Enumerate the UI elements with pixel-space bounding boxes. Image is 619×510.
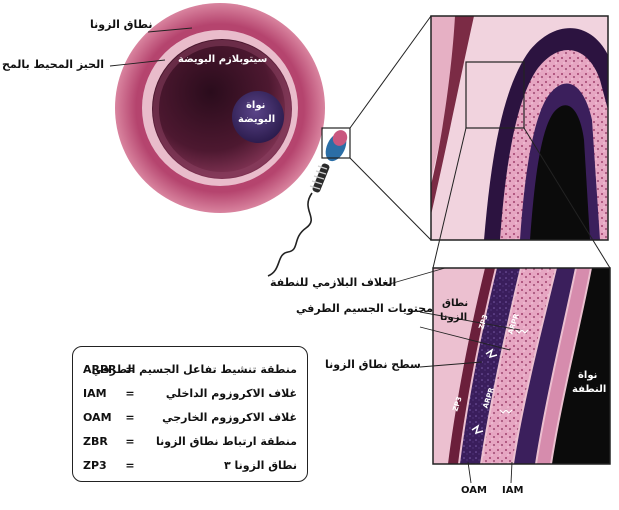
- legend-equals: =: [125, 387, 135, 400]
- inset-top-zona-band: [431, 16, 474, 215]
- inset-bot-membrane-layer: [460, 268, 520, 464]
- inset-top-sperm-nucleus: [530, 105, 590, 240]
- label-sperm-nucleus-1: نواة: [578, 370, 598, 381]
- inset-bot-acrosome: [482, 268, 555, 464]
- label-iam: IAM: [502, 485, 524, 496]
- label-zona-surface: سطح نطاق الزونا: [325, 358, 421, 371]
- label-sperm-nucleus-2: النطفة: [572, 384, 607, 395]
- legend-abbr: OAM: [83, 411, 112, 424]
- legend-desc: منطقة تنشيط تفاعل الجسيم الطرفي: [91, 363, 297, 376]
- sperm-acrosome-cap: [332, 130, 348, 146]
- zp3-glyph-1: [485, 348, 498, 359]
- label-zona-pellucida: نطاق الزونا: [90, 18, 153, 31]
- inset-bottom: [433, 268, 610, 464]
- legend-abbr: ARPR: [83, 363, 117, 376]
- legend-equals: =: [125, 411, 135, 424]
- zoom-line-3: [432, 127, 467, 269]
- legend-equals: =: [125, 363, 135, 376]
- zoom-line-2: [349, 157, 432, 241]
- legend-abbr: ZP3: [83, 459, 107, 472]
- zp3-glyph-2: [471, 424, 484, 435]
- inset-top: [431, 16, 608, 240]
- ooplasm: [152, 39, 292, 179]
- legend-abbr: IAM: [83, 387, 107, 400]
- legend-equals: =: [125, 435, 135, 448]
- sperm-midpiece-bands: [309, 165, 328, 190]
- arpr-glyph-1: [515, 329, 529, 334]
- legend-row-zbr: ZBR = منطقة ارتباط نطاق الزونا: [83, 435, 297, 453]
- label-oam: OAM: [461, 485, 487, 496]
- label-ooplasm: سيتوبلازم البويضة: [178, 54, 268, 65]
- label-oocyte-nucleus-2: البويضة: [238, 114, 276, 125]
- zoom-line-4: [523, 127, 611, 269]
- legend-desc: منطقة ارتباط نطاق الزونا: [155, 435, 297, 448]
- label-sperm-plasma-membrane: الغلاف البلازمي للنطفة: [270, 276, 397, 289]
- inset-bot-pink-band: [537, 268, 590, 464]
- label-inset-zona-2: الزونا: [440, 312, 468, 323]
- legend-desc: نطاق الزونا ٣: [223, 459, 297, 472]
- label-acrosome-contents: محتويات الجسيم الطرفي: [296, 302, 434, 315]
- zoom-box-small: [321, 127, 351, 159]
- legend-desc: غلاف الاكروزوم الخارجي: [162, 411, 297, 424]
- sperm: [267, 130, 348, 277]
- oocyte: [115, 3, 325, 213]
- label-inset-zona-1: نطاق: [442, 298, 469, 309]
- label-perivitelline-space: الحيز المحيط بالمح: [2, 58, 104, 71]
- label-oocyte-nucleus-1: نواة: [246, 100, 266, 111]
- legend-equals: =: [125, 459, 135, 472]
- inset-bot-sperm-nucleus: [552, 268, 610, 464]
- zoom-box-top: [465, 61, 525, 129]
- legend-box: ARPR = منطقة تنشيط تفاعل الجسيم الطرفي I…: [72, 346, 308, 482]
- legend-row-zp3: ZP3 = نطاق الزونا ٣: [83, 459, 297, 477]
- oocyte-nucleus: [232, 91, 284, 143]
- legend-desc: غلاف الاكروزوم الداخلي: [165, 387, 297, 400]
- inset-bot-zona-surface: [448, 268, 495, 464]
- sperm-tail: [267, 192, 313, 277]
- legend-abbr: ZBR: [83, 435, 108, 448]
- arpr-glyph-2: [499, 409, 513, 414]
- legend-row-arpr: ARPR = منطقة تنشيط تفاعل الجسيم الطرفي: [83, 363, 297, 381]
- legend-row-oam: OAM = غلاف الاكروزوم الخارجي: [83, 411, 297, 429]
- inset-bot-iam-layer: [514, 268, 575, 464]
- zoom-line-1: [349, 15, 432, 129]
- legend-row-iam: IAM = غلاف الاكروزوم الداخلي: [83, 387, 297, 405]
- ooplasm-rim: [153, 40, 291, 178]
- inset-top-frame: [430, 15, 609, 241]
- leader-lines: [109, 27, 521, 484]
